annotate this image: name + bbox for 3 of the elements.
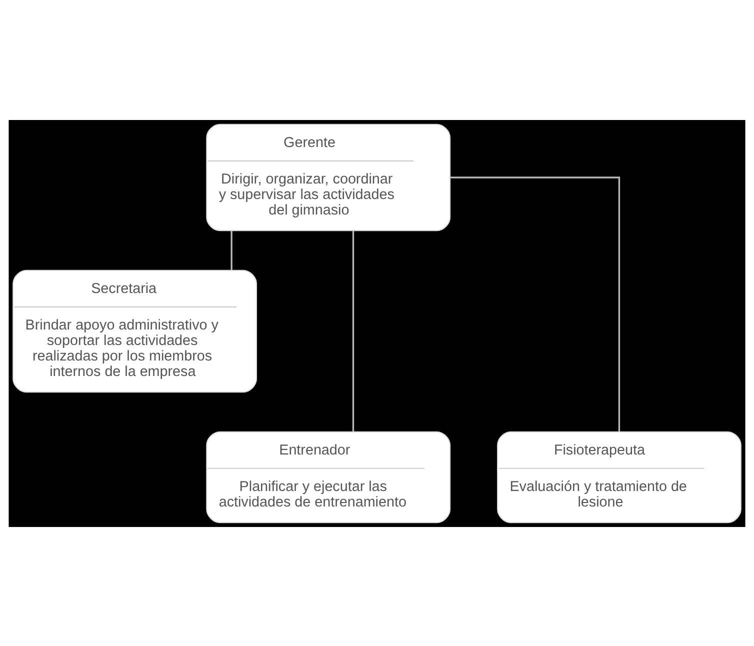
connector xyxy=(352,230,354,432)
connector xyxy=(450,176,620,432)
connector xyxy=(230,230,232,270)
